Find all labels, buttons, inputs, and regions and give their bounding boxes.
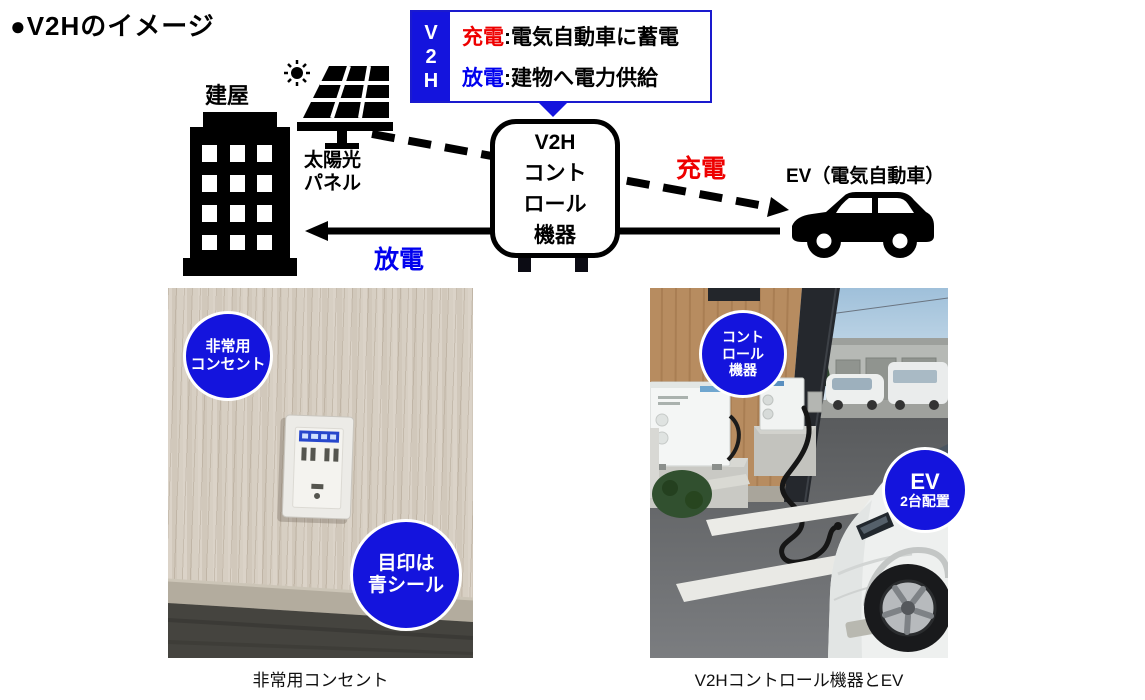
badge-emergency-outlet: 非常用 コンセント bbox=[183, 311, 273, 401]
parking-line bbox=[706, 492, 898, 536]
solar-label-line: 太陽光 bbox=[304, 150, 362, 171]
blue-seal-sticker bbox=[298, 430, 340, 443]
charge-arrow-label: 充電 bbox=[676, 155, 727, 183]
parking-line bbox=[676, 548, 886, 602]
badge-line: コント bbox=[722, 329, 764, 346]
legend-line-charge: 充電:電気自動車に蓄電 bbox=[462, 21, 704, 51]
v2h-controller-box: V2H コント ロール 機器 bbox=[490, 119, 620, 258]
badge-line: 目印は bbox=[377, 552, 435, 574]
v2h-vertical-label: V 2 H bbox=[412, 12, 450, 101]
legend-line-discharge: 放電:建物へ電力供給 bbox=[462, 62, 704, 92]
controller-line: コント bbox=[523, 161, 587, 185]
badge-line: 機器 bbox=[729, 362, 757, 379]
wall-outlet bbox=[277, 414, 355, 524]
badge-line: コンセント bbox=[190, 356, 266, 373]
solar-label-line: パネル bbox=[304, 173, 362, 194]
badge-blue-seal: 目印は 青シール bbox=[350, 519, 462, 631]
controller-line: V2H bbox=[534, 130, 576, 154]
v2h-letter: 2 bbox=[425, 45, 437, 68]
badge-line: 非常用 bbox=[205, 338, 251, 356]
parked-cars bbox=[826, 362, 948, 410]
outlet-photo-art bbox=[168, 414, 473, 658]
badge-line: 2台配置 bbox=[900, 493, 950, 510]
discharge-description: :建物へ電力供給 bbox=[504, 66, 658, 90]
badge-controller-unit: コント ロール 機器 bbox=[699, 310, 787, 398]
solar-panel-icon bbox=[284, 60, 393, 149]
page-title: ●V2Hのイメージ bbox=[10, 11, 215, 41]
discharge-term: 放電 bbox=[462, 66, 504, 90]
ev-car-icon bbox=[792, 192, 934, 258]
charging-cable bbox=[779, 405, 841, 565]
discharge-arrow-label: 放電 bbox=[374, 246, 425, 274]
v2h-legend-box: V 2 H 充電:電気自動車に蓄電 放電:建物へ電力供給 bbox=[410, 10, 712, 103]
building-label: 建屋 bbox=[205, 83, 250, 108]
ev-label: EV（電気自動車） bbox=[786, 166, 945, 187]
charging-cable bbox=[726, 414, 741, 462]
controller-line: 機器 bbox=[534, 223, 576, 247]
charge-description: :電気自動車に蓄電 bbox=[504, 26, 679, 50]
solar-panel-label: 太陽光 パネル bbox=[304, 149, 361, 195]
badge-line: EV bbox=[910, 469, 940, 495]
badge-ev-placement: EV 2台配置 bbox=[882, 447, 968, 533]
charge-term: 充電 bbox=[462, 26, 504, 50]
badge-line: ロール bbox=[722, 345, 764, 362]
v2h-letter: H bbox=[423, 69, 439, 92]
right-photo-caption: V2Hコントロール機器とEV bbox=[694, 671, 904, 690]
triangle-down-icon bbox=[537, 101, 569, 117]
v2h-letter: V bbox=[424, 21, 438, 44]
badge-line: 青シール bbox=[367, 575, 444, 596]
shrub bbox=[652, 470, 712, 518]
building-icon bbox=[183, 112, 297, 276]
controller-line: ロール bbox=[523, 192, 587, 216]
left-photo-caption: 非常用コンセント bbox=[252, 671, 389, 690]
legend-definitions: 充電:電気自動車に蓄電 放電:建物へ電力供給 bbox=[450, 12, 710, 101]
sun-icon bbox=[284, 60, 310, 86]
